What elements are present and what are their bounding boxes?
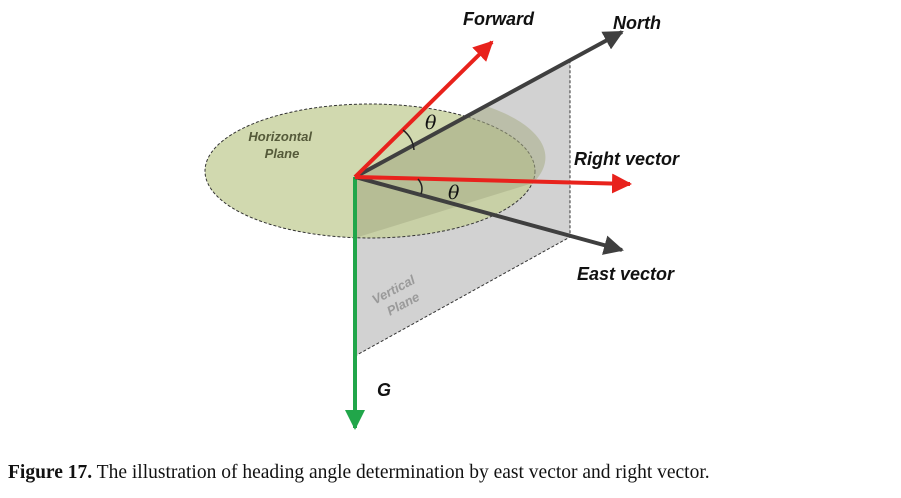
- theta-label-bottom: θ: [448, 182, 460, 204]
- planes-overlap: [355, 106, 546, 238]
- theta-label-top: θ: [425, 112, 437, 134]
- forward-label: Forward: [463, 9, 535, 29]
- north-label: North: [613, 13, 661, 33]
- theta-arc-bottom: [417, 178, 423, 195]
- heading-angle-diagram: Horizontal Plane Vertical Plane θ θ Forw…: [204, 9, 680, 430]
- east-vector-label: East vector: [577, 264, 675, 284]
- north-arrow: [354, 30, 624, 179]
- theta-arc-top: [402, 129, 415, 151]
- forward-arrow: [353, 40, 494, 179]
- horizontal-plane-label: Horizontal Plane: [248, 129, 315, 161]
- figure-caption-label: Figure 17.: [8, 462, 93, 483]
- right-vector-arrow: [354, 173, 632, 194]
- figure-caption-text: The illustration of heading angle determ…: [92, 462, 710, 483]
- gravity-label: G: [377, 380, 391, 400]
- right-vector-label: Right vector: [574, 149, 680, 169]
- east-arrow: [354, 175, 624, 255]
- figure-caption: Figure 17. The illustration of heading a…: [8, 462, 898, 484]
